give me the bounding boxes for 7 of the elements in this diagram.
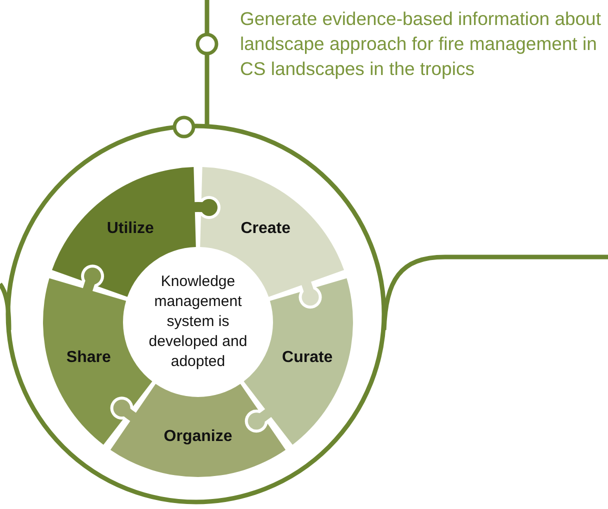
- center-text: Knowledge management system is developed and adopted: [148, 272, 248, 372]
- goal-text: Generate evidence-based information about landscape approach for fire management in CS landscapes in the tropics: [240, 6, 606, 81]
- stage-label: Utilize: [106, 220, 154, 238]
- stage-label: Share: [66, 348, 111, 367]
- stage-label: Curate: [282, 348, 333, 367]
- stage-label: Organize: [164, 428, 232, 446]
- stage-label: Create: [240, 220, 290, 238]
